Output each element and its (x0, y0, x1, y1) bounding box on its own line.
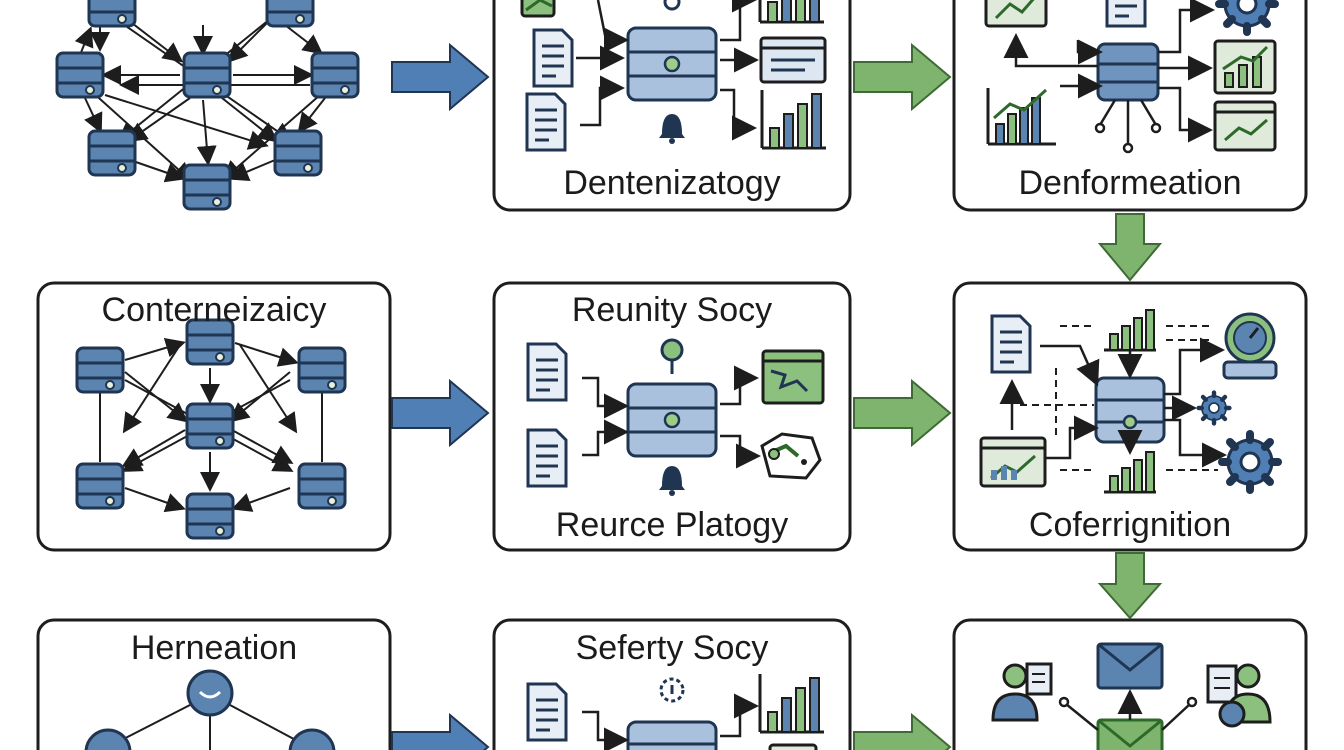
database-icon (182, 51, 232, 99)
chart-window-icon (984, 0, 1048, 28)
database-icon (297, 462, 347, 510)
document-icon (1105, 0, 1147, 28)
gear-icon (1219, 0, 1275, 32)
database-icon (182, 163, 232, 211)
network-top-left (55, 0, 360, 211)
chart-window-icon (979, 436, 1047, 488)
diagram-bot-mid (526, 672, 826, 750)
diagram-top-right (984, 0, 1277, 154)
diagram-bot-right (991, 642, 1272, 750)
database-icon (265, 0, 315, 28)
database-icon (273, 129, 323, 177)
diagram-top-mid (520, 0, 828, 152)
document-icon (526, 428, 568, 488)
document-icon (526, 342, 568, 402)
user-icon (1206, 663, 1272, 728)
arrow-green-row1 (853, 42, 952, 112)
server-icon (1094, 376, 1166, 444)
panel-title-bot-mid: Seferty Socy (575, 629, 769, 667)
panel-title-mid-mid: Reunity Socy (571, 291, 773, 329)
node-icon (288, 728, 336, 750)
chart-window-icon (759, 36, 827, 84)
database-icon (87, 0, 137, 28)
line-chart-icon (986, 88, 1056, 146)
chart-window-icon (1213, 100, 1277, 152)
database-icon (75, 462, 125, 510)
arrow-down-2 (1097, 552, 1163, 620)
server-icon (626, 720, 718, 750)
server-icon (626, 26, 718, 102)
panel-subtitle-mid-mid: Reurce Platogy (555, 506, 789, 544)
chart-window-icon (1213, 39, 1277, 95)
server-icon (626, 382, 718, 458)
pin-icon (659, 677, 685, 703)
database-icon (185, 492, 235, 540)
node-icon (84, 728, 132, 750)
panel-title-mid-right: Coferrignition (1028, 506, 1232, 544)
arrow-blue-row3 (391, 712, 490, 750)
hub-node-icon (186, 669, 234, 717)
flow-arrows (391, 42, 1163, 750)
server-icon (1096, 42, 1160, 102)
database-icon (297, 346, 347, 394)
database-icon (87, 129, 137, 177)
gauge-icon (1222, 312, 1278, 380)
panel-title-mid-left: Conterneizaicy (101, 291, 327, 329)
database-icon (185, 402, 235, 450)
panel-title-bot-left: Herneation (130, 629, 298, 667)
document-icon (526, 682, 568, 742)
arrow-down-1 (1097, 213, 1163, 282)
bar-chart-icon (1104, 309, 1156, 352)
map-icon (760, 432, 822, 480)
diagram-mid-mid (526, 338, 825, 496)
panel-title-top-mid: Dentenizatogy (563, 164, 781, 202)
arrow-green-row3 (853, 712, 952, 750)
database-icon (310, 51, 360, 99)
network-mid-left (75, 318, 347, 540)
bar-chart-icon (758, 0, 826, 24)
arrow-blue-row2 (391, 378, 490, 448)
envelope-icon (1096, 642, 1164, 690)
bar-chart-icon (1104, 451, 1156, 494)
envelope-icon (1096, 718, 1164, 750)
map-icon (761, 349, 825, 405)
document-icon (525, 92, 567, 152)
database-icon (55, 51, 105, 99)
network-bot-left (84, 669, 336, 750)
user-icon (991, 662, 1053, 722)
gear-icon (1199, 393, 1230, 424)
panel-title-top-right: Denformeation (1018, 164, 1242, 202)
arrow-blue-row1 (391, 42, 490, 112)
document-icon (532, 28, 574, 88)
arrow-green-row2 (853, 378, 952, 448)
database-icon (75, 346, 125, 394)
pin-icon (660, 338, 684, 374)
document-icon (990, 314, 1032, 374)
gear-icon (1222, 434, 1278, 490)
diagram-mid-right (979, 309, 1278, 494)
